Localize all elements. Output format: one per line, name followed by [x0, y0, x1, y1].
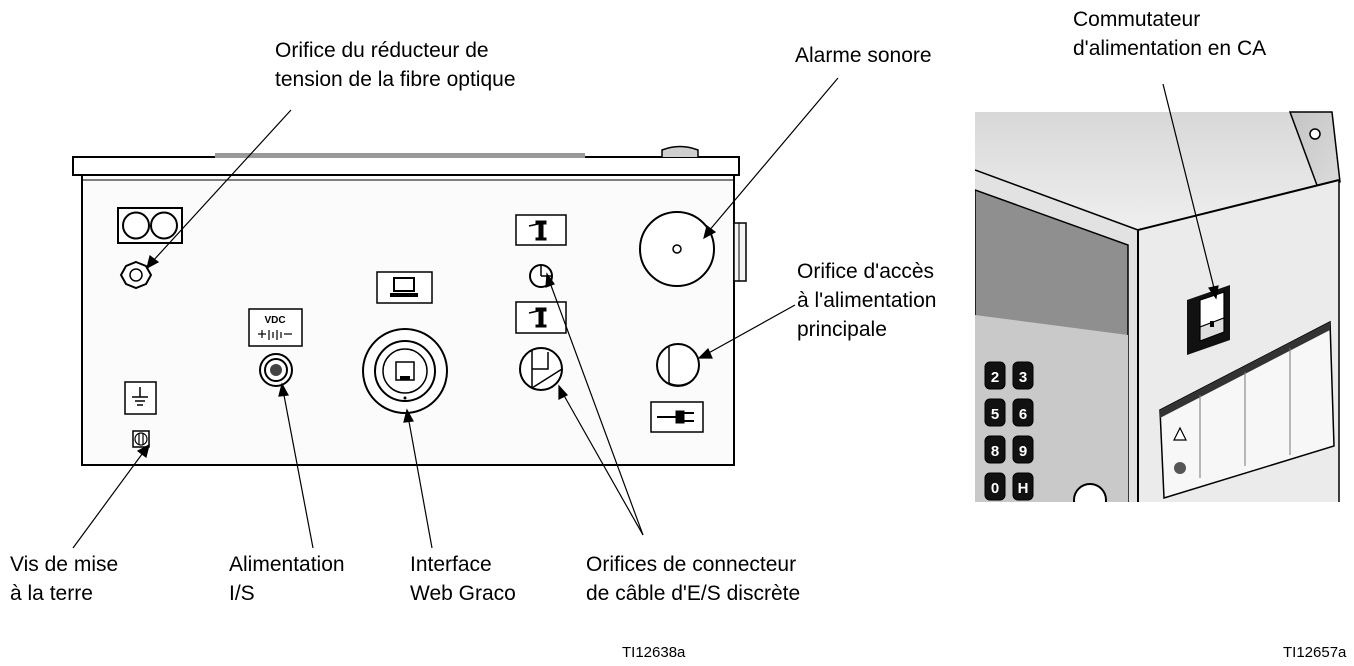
- figure-id-left: TI12638a: [622, 644, 686, 661]
- ground-label: Vis de mise à la terre: [10, 550, 118, 608]
- ac-switch-label-line1: Commutateur: [1073, 8, 1201, 31]
- web-interface-port: [362, 328, 448, 414]
- main-power-label-line3: principale: [797, 318, 887, 341]
- ground-label-plate: [124, 381, 157, 415]
- vdc-label-plate: VDC: [248, 308, 303, 347]
- keypad-key-label: 6: [1019, 406, 1027, 423]
- power-plug-icon: [657, 410, 694, 424]
- discrete-io-port-large: [519, 347, 563, 391]
- keypad-key-label: 8: [991, 443, 999, 460]
- discrete-io-label-line1: Orifices de connecteur: [586, 553, 797, 576]
- power-plug-label: [650, 401, 704, 433]
- ground-icon: [132, 387, 148, 406]
- keypad-key: 0: [984, 472, 1006, 501]
- double-port: [117, 207, 183, 244]
- keypad-key-label: 2: [991, 369, 999, 386]
- io-power-label: Alimentation I/S: [229, 550, 345, 608]
- discrete-io-label-bottom: [515, 301, 567, 334]
- alarm-label: Alarme sonore: [795, 44, 932, 67]
- keypad-key-label: 9: [1019, 443, 1027, 460]
- warning-label: [1159, 320, 1335, 500]
- io-power-label-line2: I/S: [229, 582, 255, 605]
- keypad-key-label: 0: [991, 480, 999, 497]
- vdc-text: VDC: [264, 315, 285, 326]
- ac-switch-label: Commutateur d'alimentation en CA: [1073, 5, 1266, 63]
- main-power-label-line1: Orifice d'accès: [797, 260, 935, 283]
- main-power-label-line2: à l'alimentation: [797, 289, 937, 312]
- keypad-key: 2: [984, 361, 1006, 390]
- web-interface-label: Interface Web Graco: [410, 550, 516, 608]
- ground-screw: [132, 430, 150, 448]
- figure-id-right: TI12657a: [1283, 644, 1347, 661]
- computer-label-plate: [376, 271, 433, 304]
- keypad-key-label: 5: [991, 406, 999, 423]
- keypad-key: 5: [984, 398, 1006, 427]
- keypad: 2 3 5 6 8 9 0 H: [984, 361, 1034, 501]
- keypad-key: 8: [984, 435, 1006, 464]
- fiber-optic-label-line2: tension de la fibre optique: [275, 68, 516, 91]
- audible-alarm: [639, 211, 715, 287]
- leader-lines: [72, 77, 1219, 549]
- keypad-key: 9: [1012, 435, 1034, 464]
- ac-switch-label-line2: d'alimentation en CA: [1073, 37, 1267, 60]
- discrete-io-label-top: [515, 214, 567, 246]
- ground-label-line2: à la terre: [10, 582, 93, 605]
- web-interface-label-line2: Web Graco: [410, 582, 516, 605]
- battery-icon: [258, 330, 292, 340]
- discrete-io-label-line2: de câble d'E/S discrète: [586, 582, 801, 605]
- main-power-access-port: [656, 343, 700, 387]
- io-power-connector: [259, 353, 293, 387]
- web-interface-label-line1: Interface: [410, 553, 492, 576]
- signal-tower-icon: [528, 220, 547, 241]
- keypad-key-label: 3: [1019, 369, 1027, 386]
- enclosure-perspective: 2 3 5 6 8 9 0 H: [975, 111, 1341, 502]
- fiber-optic-label: Orifice du réducteur de tension de la fi…: [275, 36, 516, 94]
- ground-label-line1: Vis de mise: [10, 553, 119, 576]
- io-power-label-line1: Alimentation: [229, 553, 345, 576]
- fiber-optic-label-line1: Orifice du réducteur de: [275, 39, 489, 62]
- main-power-label: Orifice d'accès à l'alimentation princip…: [797, 257, 936, 344]
- keypad-key: 3: [1012, 361, 1034, 390]
- signal-tower-icon: [528, 307, 547, 328]
- discrete-io-label: Orifices de connecteur de câble d'E/S di…: [586, 550, 800, 608]
- keypad-key: 6: [1012, 398, 1034, 427]
- keypad-key-label: H: [1018, 480, 1029, 497]
- computer-icon: [390, 277, 418, 297]
- keypad-key: H: [1012, 472, 1034, 501]
- fiber-optic-port: [119, 260, 153, 290]
